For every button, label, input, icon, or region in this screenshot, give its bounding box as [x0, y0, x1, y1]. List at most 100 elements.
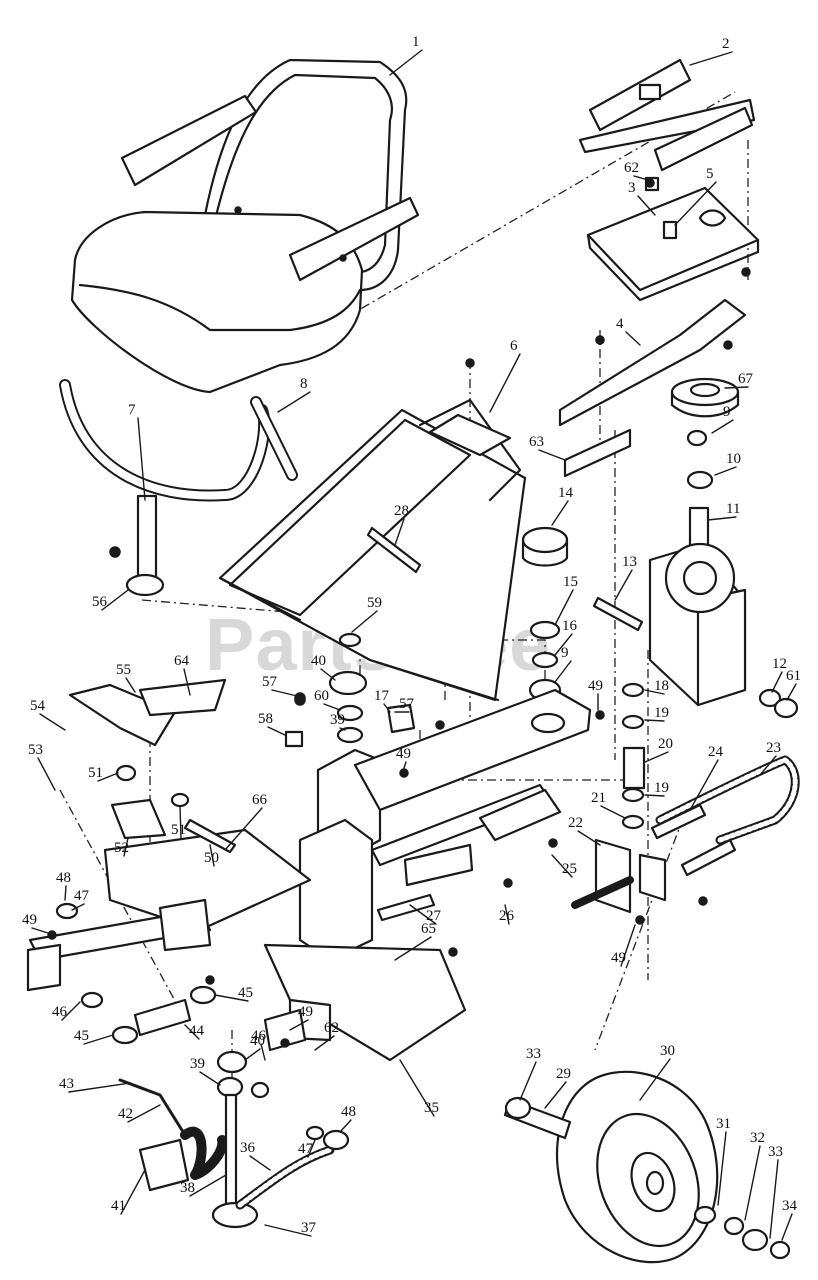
leader-line-c52	[123, 837, 129, 857]
callout-c16: 16	[562, 618, 578, 634]
callout-c48a: 48	[56, 870, 71, 886]
leader-line-c30	[639, 1058, 671, 1101]
callout-c17: 17	[374, 688, 390, 704]
leader-line-c53	[37, 757, 56, 791]
callout-c49b: 49	[396, 746, 411, 762]
callout-c30: 30	[660, 1043, 675, 1059]
leader-line-c14	[551, 500, 569, 526]
leader-line-c55	[125, 677, 136, 693]
callout-c15: 15	[563, 574, 578, 590]
leader-line-c37	[264, 1224, 312, 1237]
leader-line-c19a	[644, 719, 665, 722]
callout-c33b: 33	[768, 1144, 783, 1160]
callout-c4: 4	[616, 316, 624, 332]
leader-line-c66	[224, 807, 263, 851]
leader-line-c51a	[97, 772, 119, 782]
leader-line-c54	[39, 713, 66, 731]
callout-c64: 64	[174, 653, 190, 669]
callout-c45a: 45	[238, 985, 253, 1001]
callout-c51a: 51	[88, 765, 103, 781]
leader-line-c63	[538, 449, 566, 461]
callout-c48b: 48	[341, 1104, 356, 1120]
callout-c36: 36	[240, 1140, 256, 1156]
callout-c26: 26	[499, 908, 515, 924]
callout-c19a: 19	[654, 705, 669, 721]
leader-line-c49d	[31, 927, 49, 934]
leader-line-c48a	[64, 885, 67, 901]
leader-line-c6	[489, 353, 521, 413]
leader-line-c39a	[339, 727, 346, 731]
callout-c45b: 45	[74, 1028, 89, 1044]
callout-c49d: 49	[22, 912, 37, 928]
drive-sprocket-assembly	[211, 1050, 350, 1229]
leader-line-c11	[707, 516, 737, 521]
leader-line-c42	[127, 1104, 161, 1123]
leader-line-c31	[717, 1131, 727, 1206]
callout-c28: 28	[394, 503, 409, 519]
seat-assembly	[70, 58, 420, 394]
callout-c33a: 33	[526, 1046, 541, 1062]
leader-line-c13	[614, 569, 633, 601]
leader-line-c12	[771, 671, 783, 693]
leader-line-c60	[323, 703, 341, 711]
callout-c63: 63	[529, 434, 544, 450]
callout-c46: 46	[251, 1028, 267, 1044]
callout-c38: 38	[180, 1180, 195, 1196]
leader-line-c25	[551, 854, 573, 878]
callout-c23: 23	[766, 740, 781, 756]
callout-c6: 6	[510, 338, 518, 354]
leader-line-c21	[600, 805, 626, 819]
leader-line-c3	[637, 195, 656, 216]
callout-c27: 27	[426, 908, 442, 924]
leader-line-c59	[351, 610, 378, 633]
callout-c54: 54	[30, 698, 46, 714]
callout-c19b: 19	[654, 780, 669, 796]
leader-line-c29	[544, 1081, 567, 1109]
callout-c47a: 47	[74, 888, 90, 904]
main-frame	[26, 688, 592, 1062]
seat-support-bracket	[558, 298, 747, 478]
callout-c39a: 39	[330, 712, 345, 728]
leader-line-c4	[625, 331, 641, 346]
callout-c18: 18	[654, 678, 669, 694]
leader-line-c49b	[403, 761, 407, 769]
leader-line-c32	[744, 1145, 761, 1221]
callout-c35: 35	[424, 1100, 439, 1116]
callout-c9a: 9	[723, 404, 731, 420]
callout-c44: 44	[189, 1023, 205, 1039]
callout-c60: 60	[314, 688, 329, 704]
chain-and-cylinders	[571, 755, 800, 909]
leader-line-c9a	[711, 419, 734, 434]
callout-c50: 50	[204, 850, 219, 866]
leader-line-c56	[101, 589, 129, 611]
callout-c5: 5	[706, 166, 714, 182]
callout-c59: 59	[367, 595, 382, 611]
leader-line-c46b	[61, 1001, 81, 1021]
leader-line-c18	[644, 689, 665, 695]
callout-c13: 13	[622, 554, 637, 570]
lower-linkage	[55, 902, 228, 1192]
leader-line-c10	[714, 466, 737, 476]
callout-c11: 11	[726, 501, 740, 517]
leader-line-c2	[689, 51, 733, 66]
leader-line-c5	[674, 181, 717, 226]
callout-c8: 8	[300, 376, 308, 392]
leader-line-c62b	[314, 1035, 335, 1051]
callout-c58: 58	[258, 711, 273, 727]
leader-line-c1	[389, 49, 423, 76]
leader-line-c8	[277, 391, 311, 413]
callout-c53: 53	[28, 742, 43, 758]
leader-line-c50	[209, 844, 215, 867]
leader-line-c41	[120, 1169, 146, 1215]
callout-c12: 12	[772, 656, 787, 672]
leader-line-c34	[781, 1213, 793, 1241]
leader-line-c61	[786, 683, 797, 701]
leader-line-c40a	[320, 668, 336, 681]
leader-line-c44	[184, 1024, 200, 1040]
pedal-assembly	[68, 678, 416, 854]
leader-line-c46	[260, 1043, 266, 1061]
leader-line-c36	[249, 1155, 271, 1171]
leader-line-c7	[137, 417, 146, 501]
